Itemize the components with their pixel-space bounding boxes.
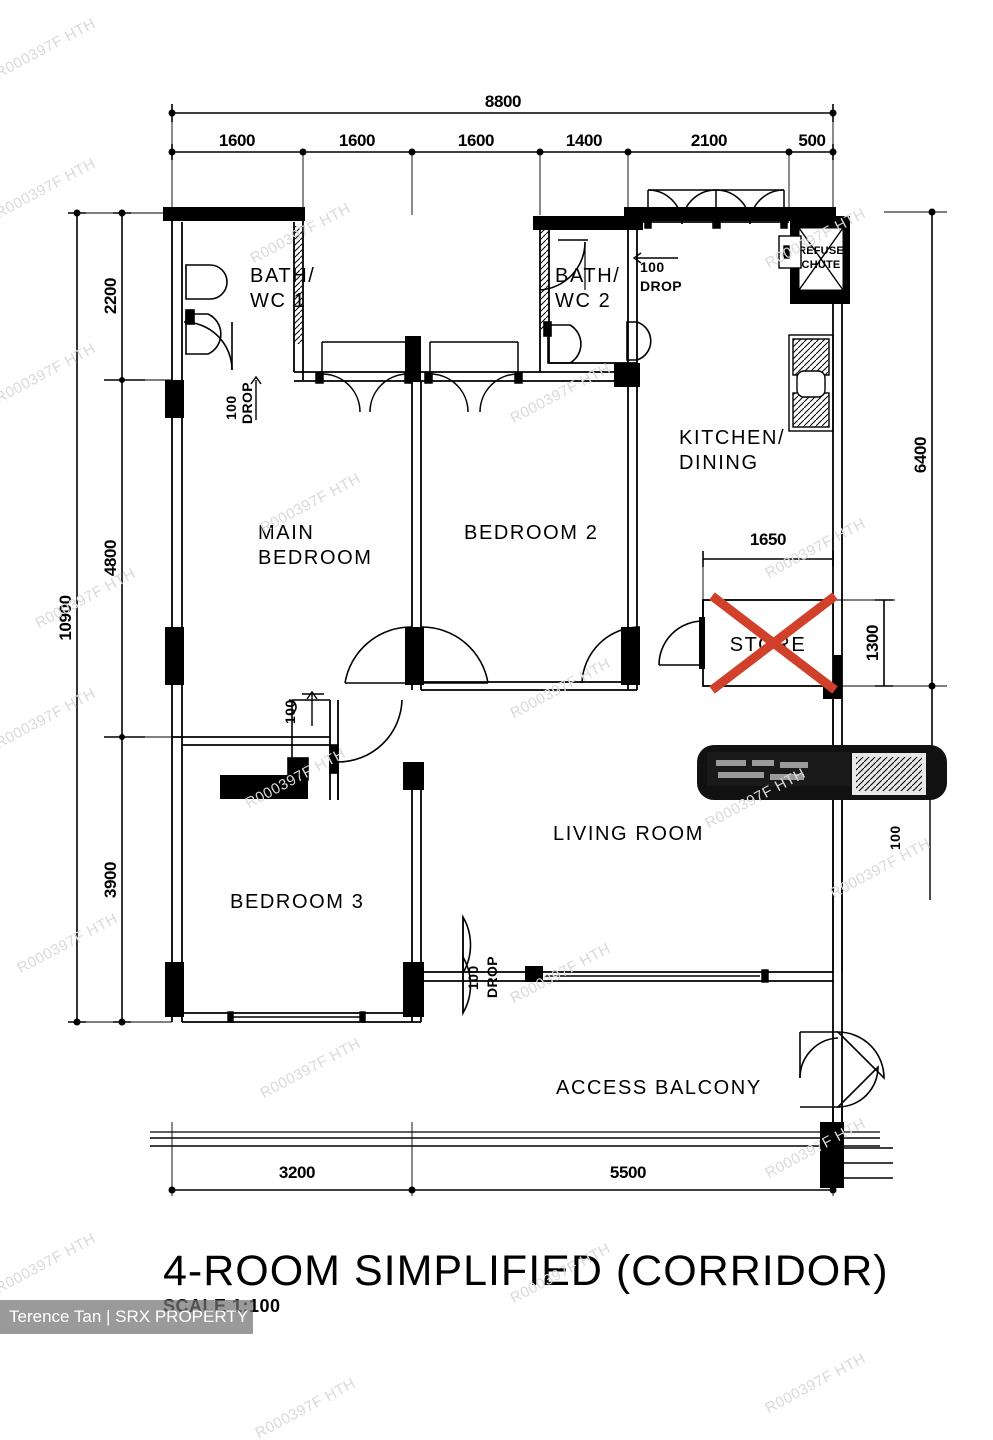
dim-left-seg-2: 4800 [101, 540, 120, 576]
credit-watermark-bar: Terence Tan | SRX PROPERTY [0, 1300, 253, 1334]
bedroom-2-label: BEDROOM 2 [464, 522, 598, 544]
access-balcony-label: ACCESS BALCONY [556, 1077, 762, 1099]
dim-top-seg-4: 1400 [566, 131, 602, 150]
living-room-window [545, 969, 769, 983]
balcony-vertical-guides [832, 700, 931, 972]
credit-text: Terence Tan | SRX PROPERTY [9, 1307, 249, 1326]
drop-marker-bath1 [250, 375, 262, 420]
dim-right-seg-1300: 1300 [863, 625, 882, 661]
drop-bath2-label: DROP [640, 278, 682, 294]
top-dimension-group [168, 104, 837, 215]
right-dimension-group [836, 208, 947, 767]
store-crossed-out-mark [709, 592, 838, 694]
bath-wc-1-label-line2: WC 1 [250, 290, 306, 312]
entrance-door-swings [462, 914, 472, 1016]
dim-top-overall: 8800 [485, 92, 521, 111]
dim-top-seg-1: 1600 [219, 131, 255, 150]
drop-bedroom3-value: 100 [282, 699, 298, 724]
kitchen-dining-label-line1: KITCHEN/ [679, 427, 785, 449]
bath-wc-2-fixtures [538, 230, 652, 364]
left-dimension-group [68, 209, 172, 1026]
refuse-chute-label-line1: REFUSE [798, 245, 844, 257]
drop-marker-bath2 [632, 252, 678, 264]
dim-top-seg-6: 500 [798, 131, 825, 150]
dim-store-width: 1650 [750, 530, 786, 549]
dim-bottom-seg-1: 3200 [279, 1163, 315, 1182]
plan-title: 4-ROOM SIMPLIFIED (CORRIDOR) [163, 1247, 889, 1295]
bath-wc-1-fixtures [183, 226, 302, 371]
drop-marker-bedroom3 [302, 690, 324, 726]
dim-bottom-seg-2: 5500 [610, 1163, 646, 1182]
bedroom-3-door-swing [287, 699, 403, 800]
dim-right-overall: 6400 [911, 437, 930, 473]
dim-top-seg-5: 2100 [691, 131, 727, 150]
bath-wc-2-label-line2: WC 2 [555, 290, 611, 312]
dim-left-seg-3: 3900 [101, 862, 120, 898]
drop-bath1-value: 100 [223, 395, 239, 420]
bath-wc-2-label-line1: BATH/ [555, 265, 620, 287]
bottom-dimension-group [150, 1122, 880, 1196]
bedroom-windows [315, 341, 523, 413]
kitchen-windows [644, 189, 788, 229]
main-bedroom-label-line2: BEDROOM [258, 547, 373, 569]
structural-columns [163, 207, 846, 1188]
refuse-chute-label-line2: CHUTE [802, 259, 841, 271]
dim-left-seg-1: 2200 [101, 278, 120, 314]
bedroom-3-window [227, 1011, 366, 1023]
main-bedroom-label-line1: MAIN [258, 522, 314, 544]
drop-balcony-right-value: 100 [887, 825, 903, 850]
store-width-dimension [702, 551, 834, 600]
bedroom-door-swings [344, 626, 641, 684]
drop-entrance-value: 100 [465, 965, 481, 990]
drop-bath2-value: 100 [640, 259, 665, 275]
drop-entrance-label: DROP [484, 956, 500, 998]
balcony-door-swings [799, 1031, 893, 1179]
kitchen-dining-label-line2: DINING [679, 452, 759, 474]
living-room-label: LIVING ROOM [553, 823, 704, 845]
dim-top-seg-3: 1600 [458, 131, 494, 150]
kitchen-sink-counter [778, 235, 834, 432]
bedroom-3-label: BEDROOM 3 [230, 891, 364, 913]
dim-left-overall: 10900 [56, 595, 75, 640]
dim-top-seg-2: 1600 [339, 131, 375, 150]
redacted-label-bar [697, 745, 947, 800]
bath-wc-1-label-line1: BATH/ [250, 265, 315, 287]
drop-bath1-label: DROP [239, 382, 255, 424]
